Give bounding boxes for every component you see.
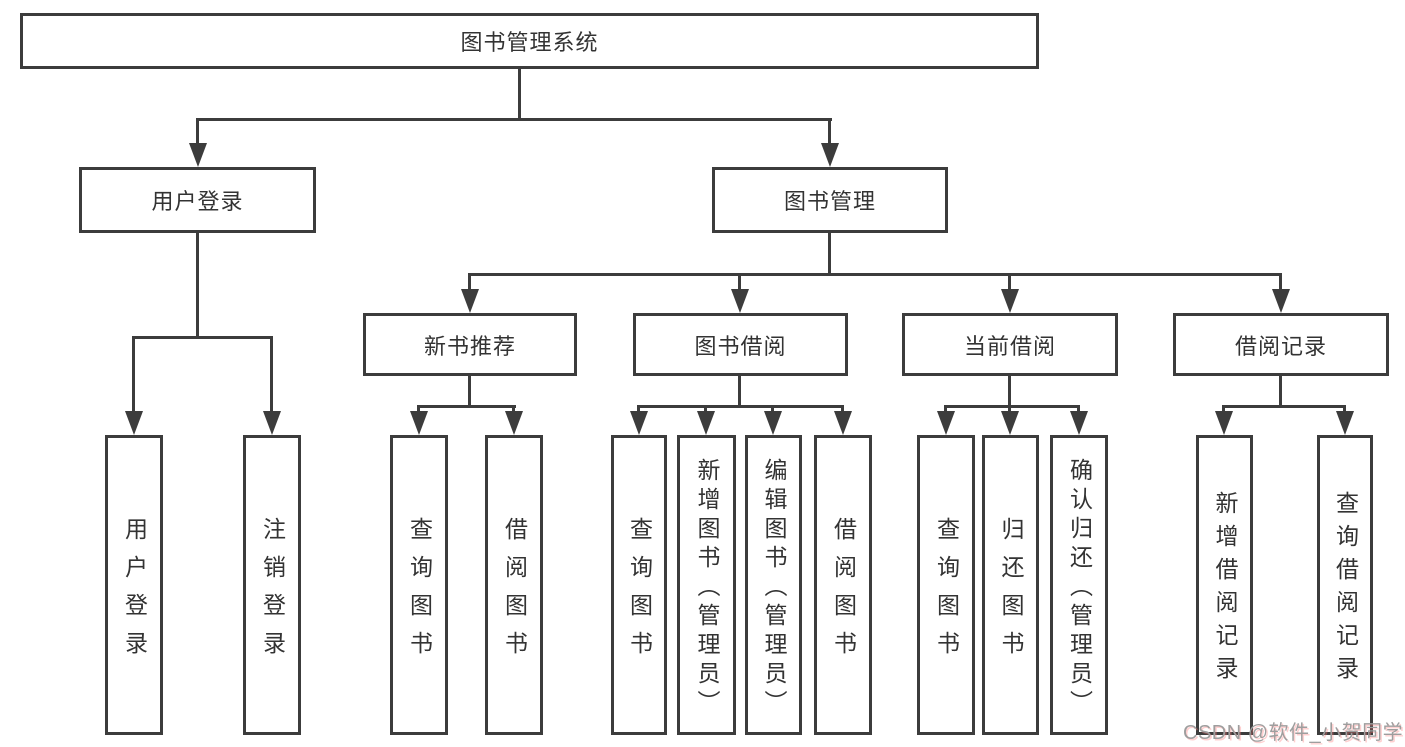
connector-line: [196, 233, 199, 336]
leaf-label: 新增图书（管理员）: [694, 457, 720, 719]
arrowhead: [461, 289, 479, 313]
node-label: 图书借阅: [694, 333, 787, 359]
node-label: 图书管理: [783, 189, 876, 214]
arrowhead: [1272, 289, 1290, 313]
leaf-label: 确认归还（管理员）: [1066, 457, 1093, 719]
node-book-management: 图书管理: [712, 167, 948, 233]
arrowhead: [697, 411, 715, 435]
connector-line: [637, 405, 844, 408]
leaf-query-borrow-record: 查询借阅记录: [1317, 435, 1373, 735]
arrowhead: [821, 143, 839, 167]
arrowhead: [937, 411, 955, 435]
leaf-query-book-current: 查询图书: [917, 435, 975, 735]
leaf-edit-book-admin: 编辑图书（管理员）: [745, 435, 802, 735]
node-borrow-record: 借阅记录: [1173, 313, 1389, 376]
leaf-label: 查询图书: [626, 516, 653, 669]
connector-line: [468, 273, 1282, 276]
arrowhead: [410, 411, 428, 435]
leaf-borrow-book: 借阅图书: [814, 435, 872, 735]
node-library-system: 图书管理系统: [20, 13, 1039, 69]
connector-line: [270, 339, 273, 411]
node-label: 借阅记录: [1234, 333, 1327, 359]
leaf-label: 借阅图书: [501, 516, 528, 669]
arrowhead: [189, 143, 207, 167]
connector-line: [468, 376, 471, 405]
leaf-label: 查询图书: [933, 516, 960, 669]
arrowhead: [834, 411, 852, 435]
connector-line: [132, 336, 273, 339]
connector-line: [1279, 376, 1282, 405]
watermark: CSDN @软件_小贺同学: [1183, 722, 1404, 744]
leaf-add-book-admin: 新增图书（管理员）: [677, 435, 736, 735]
connector-line: [468, 276, 471, 291]
leaf-label: 查询图书: [406, 516, 433, 669]
leaf-label: 归还图书: [998, 516, 1024, 669]
arrowhead: [1070, 411, 1088, 435]
node-new-book-recommend: 新书推荐: [363, 313, 577, 376]
leaf-logout: 注销登录: [243, 435, 301, 735]
node-label: 当前借阅: [963, 333, 1056, 359]
leaf-label: 编辑图书（管理员）: [761, 457, 787, 719]
node-book-borrow: 图书借阅: [633, 313, 848, 376]
arrowhead: [263, 411, 281, 435]
node-label: 图书管理系统: [460, 30, 599, 55]
connector-line: [196, 118, 832, 121]
connector-line: [417, 405, 516, 408]
leaf-borrow-book-recommend: 借阅图书: [485, 435, 543, 735]
arrowhead: [1215, 411, 1233, 435]
leaf-label: 查询借阅记录: [1332, 491, 1359, 689]
connector-line: [738, 376, 741, 405]
arrowhead: [1336, 411, 1354, 435]
arrowhead: [731, 289, 749, 313]
arrowhead: [1001, 411, 1019, 435]
arrowhead: [630, 411, 648, 435]
arrowhead: [125, 411, 143, 435]
node-label: 新书推荐: [423, 333, 516, 359]
connector-line: [196, 121, 199, 145]
connector-line: [944, 405, 1080, 408]
arrowhead: [505, 411, 523, 435]
node-user-login: 用户登录: [79, 167, 316, 233]
connector-line: [828, 121, 831, 145]
arrowhead: [1001, 289, 1019, 313]
leaf-user-login: 用户登录: [105, 435, 163, 735]
leaf-query-book-recommend: 查询图书: [390, 435, 448, 735]
leaf-label: 借阅图书: [830, 516, 857, 669]
connector-line: [1222, 405, 1346, 408]
node-current-borrow: 当前借阅: [902, 313, 1118, 376]
connector-line: [1008, 276, 1011, 291]
leaf-return-book: 归还图书: [982, 435, 1039, 735]
leaf-label: 注销登录: [259, 516, 286, 669]
connector-line: [738, 276, 741, 291]
leaf-query-book-borrow: 查询图书: [611, 435, 667, 735]
leaf-confirm-return-admin: 确认归还（管理员）: [1050, 435, 1108, 735]
leaf-add-borrow-record: 新增借阅记录: [1196, 435, 1253, 735]
connector-line: [132, 339, 135, 411]
arrowhead: [764, 411, 782, 435]
connector-line: [1008, 376, 1011, 405]
connector-line: [828, 233, 831, 273]
leaf-label: 新增借阅记录: [1212, 491, 1238, 689]
connector-line: [518, 69, 521, 118]
node-label: 用户登录: [151, 189, 244, 214]
connector-line: [1279, 276, 1282, 291]
leaf-label: 用户登录: [121, 516, 148, 669]
